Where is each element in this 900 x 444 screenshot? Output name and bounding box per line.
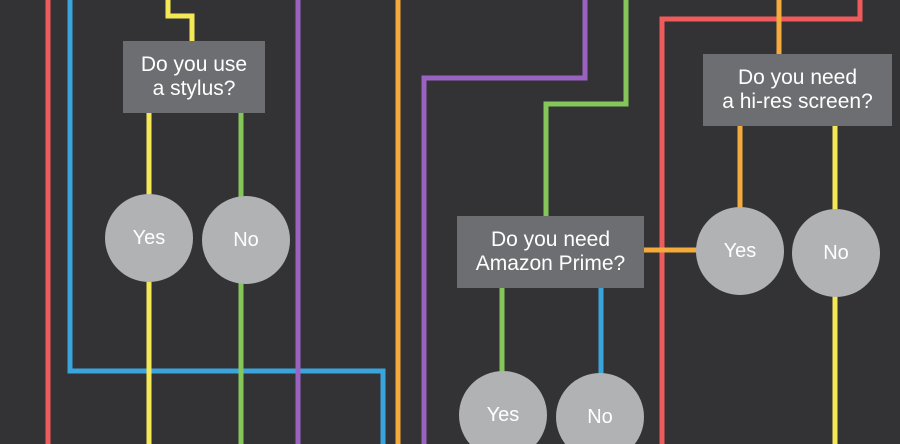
question-hires-line1: Do you need: [737, 66, 858, 89]
question-stylus-line1: Do you use: [140, 53, 248, 76]
answer-stylus-no: No: [202, 196, 290, 284]
green-line-to-amazon: [543, 0, 629, 218]
question-hires-screen: Do you need a hi-res screen?: [703, 54, 892, 126]
yellow-line-top: [165, 0, 195, 44]
answer-hires-no: No: [792, 209, 880, 297]
answer-amazon-yes: Yes: [459, 371, 547, 444]
answer-amazon-no: No: [556, 373, 644, 444]
answer-stylus-yes: Yes: [105, 194, 193, 282]
question-amazon-line2: Amazon Prime?: [475, 252, 626, 275]
question-stylus-line2: a stylus?: [152, 77, 236, 100]
question-stylus: Do you use a stylus?: [123, 41, 265, 113]
blue-line-left: [67, 0, 386, 444]
question-amazon-prime: Do you need Amazon Prime?: [457, 216, 644, 288]
answer-hires-yes: Yes: [696, 207, 784, 295]
question-hires-line2: a hi-res screen?: [722, 90, 873, 113]
purple-line-right: [421, 0, 588, 444]
red-line-right: [659, 0, 863, 444]
question-amazon-line1: Do you need: [490, 228, 611, 251]
